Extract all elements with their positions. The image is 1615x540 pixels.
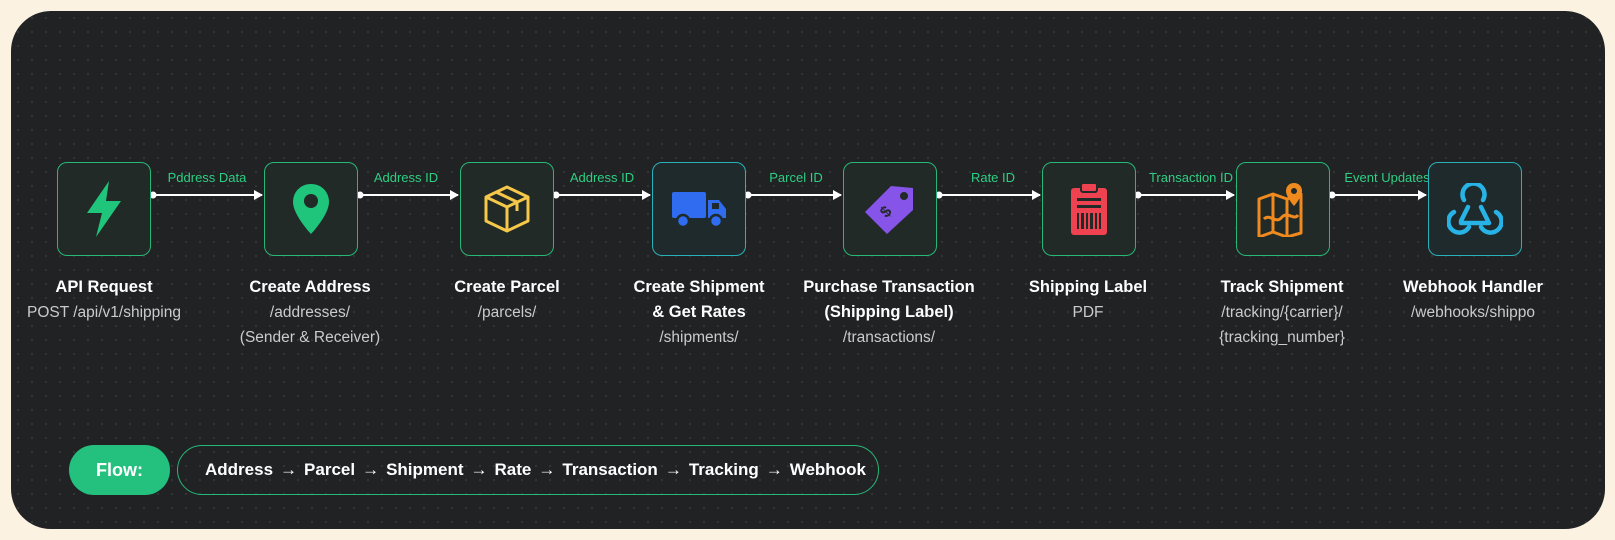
node-title-line2: & Get Rates: [652, 303, 746, 321]
flow-step-webhook: Webhook: [789, 460, 866, 479]
price-tag-icon: $: [865, 186, 913, 234]
node-text-shipping-label: Shipping Label PDF: [978, 275, 1198, 325]
flow-arrow: →: [664, 460, 682, 479]
node-title: Purchase Transaction: [803, 278, 975, 296]
lightning-bolt-icon: [87, 181, 121, 237]
flow-arrow: →: [362, 460, 380, 479]
node-text-webhook-handler: Webhook Handler /webhooks/shippo: [1363, 275, 1583, 325]
edge-label-shipment-to-transaction: Parcel ID: [769, 170, 823, 185]
node-subtitle: PDF: [1072, 304, 1104, 321]
node-title-line2: (Shipping Label): [824, 303, 954, 321]
flow-arrow: →: [280, 460, 298, 479]
connectors: [149, 190, 1427, 200]
node-create-shipment: [652, 162, 746, 256]
edge-label-label-to-tracking: Transaction ID: [1148, 170, 1234, 185]
node-subtitle: /parcels/: [477, 304, 537, 321]
node-title: Create Parcel: [454, 278, 560, 296]
edge-label-transaction-to-label: Rate ID: [970, 170, 1016, 185]
map-tracking-icon: [1257, 183, 1303, 237]
flow-arrow: →: [538, 460, 556, 479]
edge-label-address-to-parcel: Address ID: [373, 170, 439, 185]
edge-label-tracking-to-webhook: Event Updates: [1344, 170, 1430, 185]
node-text-create-parcel: Create Parcel /parcels/: [397, 275, 617, 325]
node-webhook-handler: [1428, 162, 1522, 256]
node-subtitle: (Sender & Receiver): [239, 329, 381, 346]
node-subtitle: /transactions/: [842, 329, 936, 346]
flow-arrow: →: [470, 460, 488, 479]
node-subtitle: /shipments/: [659, 329, 739, 346]
flow-step-address: Address: [205, 460, 274, 479]
node-text-create-address: Create Address /addresses/ (Sender & Rec…: [200, 275, 420, 350]
node-title: Webhook Handler: [1403, 278, 1543, 296]
package-box-icon: [484, 185, 530, 233]
node-subtitle: /tracking/{carrier}/: [1221, 304, 1343, 321]
flow-step-rate: Rate: [494, 460, 532, 479]
node-text-purchase-transaction: Purchase Transaction (Shipping Label) /t…: [779, 275, 999, 350]
flow-badge: Flow:: [69, 445, 170, 495]
node-title: Create Address: [249, 278, 371, 296]
node-text-create-shipment: Create Shipment & Get Rates /shipments/: [589, 275, 809, 350]
flow-arrow: →: [765, 460, 783, 479]
webhook-icon: [1447, 183, 1503, 235]
flow-step-tracking: Tracking: [688, 460, 759, 479]
node-track-shipment: [1236, 162, 1330, 256]
flow-step-shipment: Shipment: [386, 460, 464, 479]
edge-label-parcel-to-shipment: Address ID: [569, 170, 635, 185]
node-create-address: [264, 162, 358, 256]
delivery-truck-icon: [672, 192, 726, 229]
node-title: API Request: [55, 278, 153, 296]
diagram-panel: Pddress Data Address ID Address ID Parce…: [11, 11, 1605, 529]
node-title: Shipping Label: [1028, 278, 1148, 296]
node-text-track-shipment: Track Shipment /tracking/{carrier}/ {tra…: [1172, 275, 1392, 350]
flow-step-transaction: Transaction: [562, 460, 658, 479]
node-create-parcel: [460, 162, 554, 256]
flow-sequence: Address → Parcel → Shipment → Rate → Tra…: [177, 445, 879, 495]
node-title: Track Shipment: [1220, 278, 1344, 296]
node-api-request: [57, 162, 151, 256]
node-shipping-label: [1042, 162, 1136, 256]
node-purchase-transaction: $: [843, 162, 937, 256]
node-subtitle: {tracking_number}: [1219, 329, 1345, 346]
map-pin-icon: [293, 184, 329, 234]
node-subtitle: /webhooks/shippo: [1410, 304, 1536, 321]
node-title: Create Shipment: [633, 278, 765, 296]
edge-label-api-to-address: Pddress Data: [167, 170, 247, 185]
node-subtitle: /addresses/: [269, 304, 351, 321]
node-text-api-request: API Request POST /api/v1/shipping: [11, 275, 214, 325]
node-subtitle: POST /api/v1/shipping: [27, 304, 181, 321]
flow-step-parcel: Parcel: [304, 460, 356, 479]
clipboard-label-icon: [1071, 182, 1107, 235]
